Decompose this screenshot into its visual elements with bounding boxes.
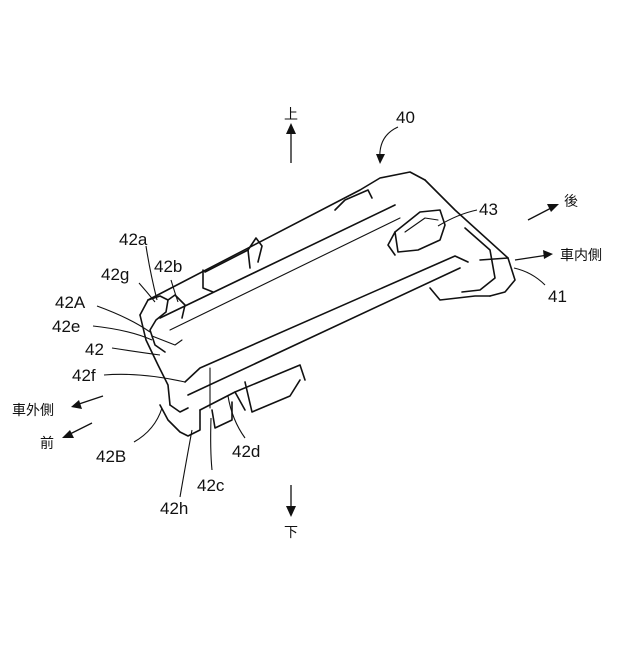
label-42A: 42A: [55, 293, 86, 312]
up-arrow: [286, 123, 296, 163]
direction-vehicle-inner-label: 車内側: [560, 247, 602, 264]
vehicle-inner-arrow: [515, 250, 553, 260]
label-42g: 42g: [101, 265, 129, 284]
label-40: 40: [396, 108, 415, 127]
rear-arrow: [528, 204, 559, 220]
direction-up-label: 上: [284, 107, 298, 123]
label-42f: 42f: [72, 366, 96, 385]
leader-40: [376, 127, 398, 164]
down-arrow: [286, 485, 296, 517]
part-body-41: [140, 172, 515, 436]
leader-lines: [93, 210, 545, 497]
label-43: 43: [479, 200, 498, 219]
direction-front-label: 前: [40, 435, 54, 452]
label-42: 42: [85, 340, 104, 359]
label-42B: 42B: [96, 447, 126, 466]
label-41: 41: [548, 287, 567, 306]
label-42h: 42h: [160, 499, 188, 518]
label-42c: 42c: [197, 476, 225, 495]
label-42e: 42e: [52, 317, 80, 336]
vehicle-outer-arrow: [71, 396, 103, 409]
label-42d: 42d: [232, 442, 260, 461]
direction-vehicle-outer-label: 車外側: [12, 402, 54, 419]
label-42a: 42a: [119, 230, 148, 249]
direction-down-label: 下: [284, 525, 298, 541]
label-42b: 42b: [154, 257, 182, 276]
front-arrow: [62, 423, 92, 438]
direction-rear-label: 後: [564, 194, 578, 210]
